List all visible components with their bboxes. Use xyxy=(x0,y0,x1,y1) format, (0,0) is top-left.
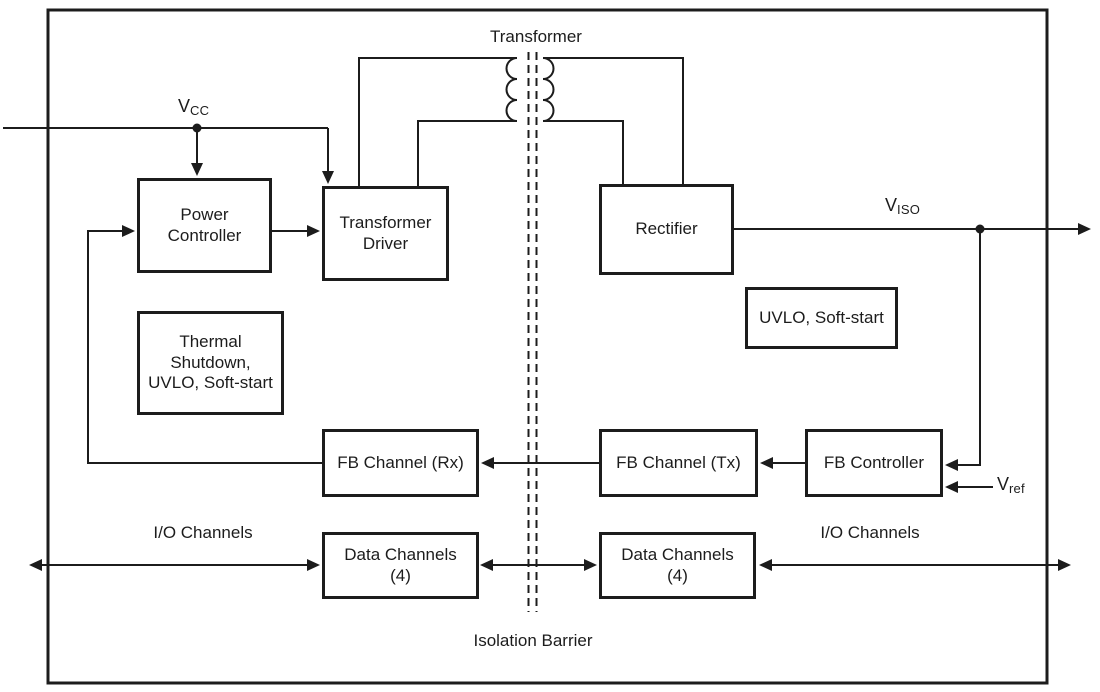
fb-controller-label: FB Controller xyxy=(823,452,925,472)
vref-label-sub: ref xyxy=(1009,481,1025,496)
fb-channel-tx-block: FB Channel (Tx) xyxy=(599,429,758,497)
fb-channel-rx-block: FB Channel (Rx) xyxy=(322,429,479,497)
uvlo-soft-start-label: UVLO, Soft-start xyxy=(759,307,884,327)
viso-label-base: V xyxy=(885,195,898,215)
wire-driver-to-primary-top xyxy=(358,57,517,186)
wire-secondary-top-to-rectifier xyxy=(543,57,684,184)
thermal-shutdown-block: Thermal Shutdown, UVLO, Soft-start xyxy=(137,311,284,415)
wire-viso-to-fb-controller xyxy=(945,229,981,471)
transformer-primary-coil xyxy=(505,57,518,122)
thermal-shutdown-label: Thermal Shutdown, UVLO, Soft-start xyxy=(148,331,273,393)
vcc-junction-dot xyxy=(192,123,202,133)
wire-fb-rx-to-power-controller xyxy=(87,225,322,464)
isolation-barrier-label: Isolation Barrier xyxy=(473,631,593,650)
wire-secondary-bottom-to-rectifier xyxy=(543,120,624,184)
vcc-label-sub: CC xyxy=(190,103,210,118)
fb-channel-tx-label: FB Channel (Tx) xyxy=(616,452,741,472)
vcc-label-base: V xyxy=(178,96,191,116)
vref-label: Vref xyxy=(997,474,1025,496)
vcc-label: VCC xyxy=(178,96,210,118)
transformer-secondary-coil xyxy=(542,57,555,122)
data-channels-right-label: Data Channels (4) xyxy=(621,544,734,585)
fb-channel-rx-label: FB Channel (Rx) xyxy=(337,452,464,472)
uvlo-soft-start-block: UVLO, Soft-start xyxy=(745,287,898,349)
io-channels-left-label: I/O Channels xyxy=(153,523,253,542)
data-channels-right-block: Data Channels (4) xyxy=(599,532,756,599)
rectifier-block: Rectifier xyxy=(599,184,734,275)
wire-driver-to-primary-bottom xyxy=(417,120,517,186)
vref-label-base: V xyxy=(997,474,1010,494)
viso-junction-dot xyxy=(975,224,985,234)
device-outline xyxy=(46,8,1049,685)
rectifier-label: Rectifier xyxy=(635,219,698,239)
transformer-driver-block: Transformer Driver xyxy=(322,186,449,281)
viso-label-sub: ISO xyxy=(897,202,921,217)
viso-label: VISO xyxy=(885,195,921,217)
power-controller-block: Power Controller xyxy=(137,178,272,273)
fb-controller-block: FB Controller xyxy=(805,429,943,497)
data-channels-left-label: Data Channels (4) xyxy=(344,544,457,585)
transformer-label: Transformer xyxy=(490,27,582,46)
data-channels-left-block: Data Channels (4) xyxy=(322,532,479,599)
transformer-driver-label: Transformer Driver xyxy=(339,212,432,253)
io-channels-right-label: I/O Channels xyxy=(820,523,920,542)
power-controller-label: Power Controller xyxy=(167,204,242,245)
